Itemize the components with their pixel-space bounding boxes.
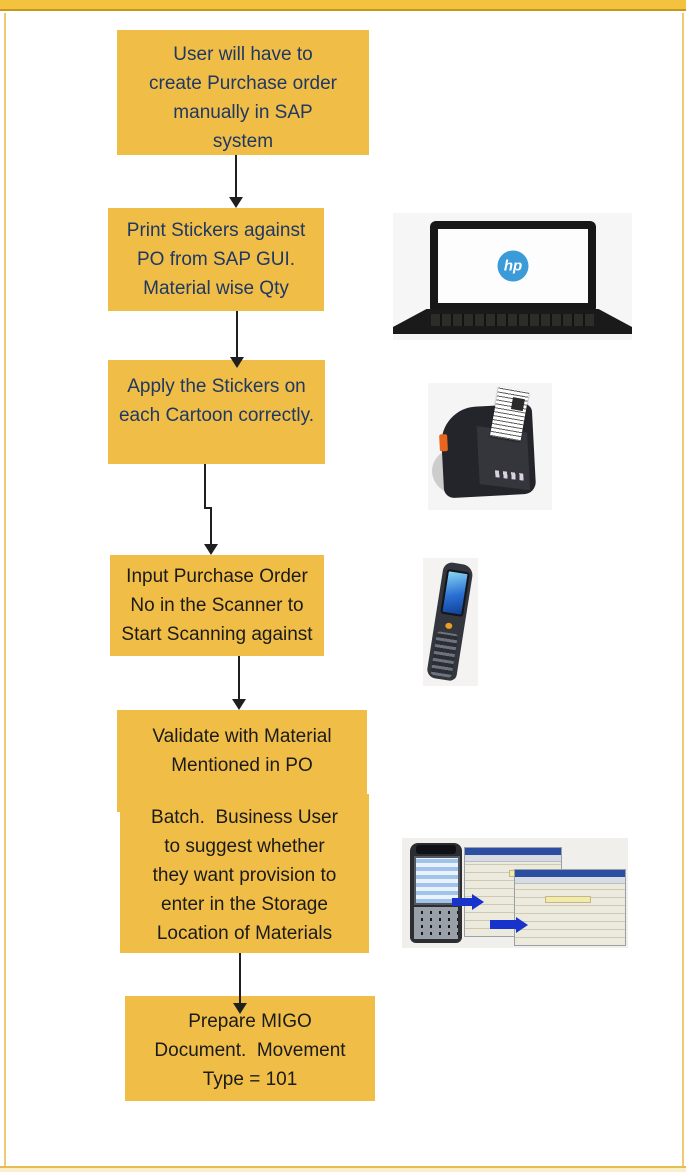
zigzag-arrow-segment-1: [204, 464, 206, 509]
sap-window-2-toolbar: [515, 877, 625, 884]
bottom-border-strip: [0, 1168, 686, 1172]
scanner-device: [410, 843, 462, 943]
flow-step-apply-stickers-text: Apply the Stickers on each Cartoon corre…: [118, 376, 314, 426]
scanner-to-sap-image: [402, 838, 628, 948]
scanner-keypad: [430, 631, 459, 678]
laptop-screen-content: hp: [438, 229, 588, 303]
hp-laptop-image: hp: [393, 213, 632, 340]
laptop-keyboard-keys: [431, 314, 594, 326]
sap-window-1-titlebar: [465, 848, 561, 855]
flow-step-input-po-scanner: Input Purchase Order No in the Scanner t…: [110, 555, 324, 656]
scanner-device-keypad: [414, 907, 458, 939]
flow-step-batch-provision-text: Batch. Business User to suggest whether …: [151, 807, 338, 944]
bottom-border-line: [0, 1166, 686, 1168]
flow-step-create-po-text: User will have to create Purchase order …: [149, 44, 337, 152]
arrow-step2-to-step3: [230, 311, 244, 368]
flow-step-prepare-migo-text: Prepare MIGO Document. Movement Type = 1…: [154, 1011, 346, 1090]
laptop-screen: hp: [430, 221, 596, 310]
flow-step-create-po: User will have to create Purchase order …: [117, 30, 369, 155]
page-frame: [4, 13, 684, 1167]
arrow-step4-to-step5: [232, 656, 246, 710]
flow-step-prepare-migo: Prepare MIGO Document. Movement Type = 1…: [125, 996, 375, 1101]
top-border-band: [0, 0, 686, 11]
scanner-scan-button: [444, 622, 453, 630]
printer-orange-button: [439, 434, 448, 452]
flow-step-validate-material-text: Validate with Material Mentioned in PO: [152, 726, 332, 776]
sap-window-2-content: [515, 884, 625, 945]
sap-window-2-titlebar: [515, 870, 625, 877]
sap-window-2: [514, 869, 626, 946]
scanner-device-top: [416, 845, 456, 854]
label-printer-image: [428, 383, 552, 510]
arrow-step3-to-step4: [204, 508, 218, 555]
arrow-step1-to-step2: [229, 155, 243, 208]
flow-step-input-po-scanner-text: Input Purchase Order No in the Scanner t…: [121, 566, 313, 645]
flow-step-print-stickers-text: Print Stickers against PO from SAP GUI. …: [126, 220, 306, 299]
blue-arrow-scanner-to-sap-2: [490, 920, 516, 929]
arrow-step5-to-step6: [233, 953, 247, 1014]
scanner-body: [426, 561, 474, 682]
blue-arrow-scanner-to-sap-1: [452, 898, 472, 906]
scanner-screen: [440, 568, 470, 617]
sap-window-1-toolbar: [465, 855, 561, 862]
hp-logo-icon: hp: [497, 250, 529, 282]
printer-body: [439, 386, 537, 499]
flow-step-batch-provision: Batch. Business User to suggest whether …: [120, 794, 369, 953]
handheld-scanner-image: [423, 558, 478, 686]
flow-step-print-stickers: Print Stickers against PO from SAP GUI. …: [108, 208, 324, 311]
scanner-device-screen: [414, 856, 460, 905]
zigzag-arrow-segment-2: [204, 507, 212, 509]
flow-step-apply-stickers: Apply the Stickers on each Cartoon corre…: [108, 360, 325, 464]
sap-window-2-field: [545, 896, 591, 903]
